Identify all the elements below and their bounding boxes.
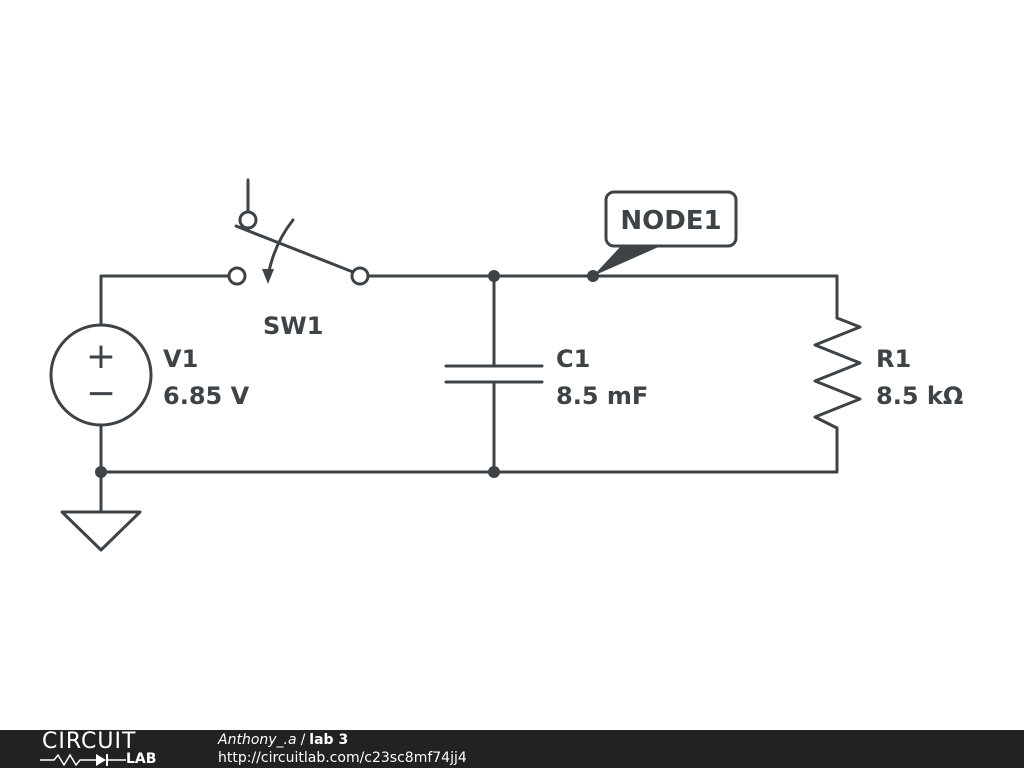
resistor-r1: R1 8.5 kΩ bbox=[813, 316, 963, 430]
switch-label: SW1 bbox=[263, 312, 323, 340]
resistor-zigzag bbox=[813, 316, 862, 430]
node-label-text: NODE1 bbox=[620, 206, 721, 236]
capacitor-value: 8.5 mF bbox=[556, 382, 648, 410]
project-link[interactable]: lab 3 bbox=[309, 732, 349, 748]
switch-sw1: SW1 bbox=[227, 178, 370, 340]
circuit-title-line: Anthony_.a/lab 3 bbox=[218, 731, 467, 749]
junction-dot-cap-bottom bbox=[488, 466, 500, 478]
resistor-value: 8.5 kΩ bbox=[876, 382, 963, 410]
resistor-label: R1 bbox=[876, 345, 911, 373]
node-label-pointer bbox=[593, 245, 663, 276]
switch-blade bbox=[234, 224, 355, 274]
circuitlab-logo[interactable]: CIRCUIT LAB bbox=[40, 730, 180, 768]
switch-contact-left bbox=[227, 266, 247, 286]
junctions bbox=[95, 270, 599, 478]
wire-top-mid bbox=[367, 274, 839, 320]
node-label-box bbox=[604, 190, 738, 248]
wires bbox=[99, 274, 839, 514]
ground-symbol bbox=[60, 510, 142, 552]
source-plus-symbol: + bbox=[86, 336, 116, 377]
switch-throw-arrow-icon bbox=[262, 269, 274, 284]
wire-top-left bbox=[99, 274, 231, 327]
capacitor-c1: C1 8.5 mF bbox=[444, 345, 648, 410]
logo-text-circuit: CIRCUIT bbox=[42, 729, 137, 754]
circuit-url-link[interactable]: http://circuitlab.com/c23sc8mf74jj4 bbox=[218, 750, 467, 766]
source-value: 6.85 V bbox=[163, 382, 250, 410]
title-separator: / bbox=[300, 732, 306, 748]
source-label: V1 bbox=[163, 345, 198, 373]
source-minus-symbol: − bbox=[86, 373, 116, 414]
switch-contact-right bbox=[350, 266, 370, 286]
logo-resistor-diode-icon bbox=[40, 753, 126, 766]
author-link[interactable]: Anthony_.a bbox=[218, 732, 297, 748]
node-label-node1: NODE1 bbox=[593, 190, 738, 276]
ground-triangle bbox=[60, 510, 142, 552]
source-body bbox=[49, 323, 153, 427]
capacitor-label: C1 bbox=[556, 345, 590, 373]
logo-text-lab: LAB bbox=[126, 751, 157, 767]
wire-bottom bbox=[99, 423, 839, 474]
voltage-source-v1: + − V1 6.85 V bbox=[49, 323, 250, 427]
circuit-schematic: SW1 + − V1 6.85 V C1 8.5 mF R1 8.5 kΩ NO… bbox=[49, 178, 963, 552]
circuit-meta: Anthony_.a/lab 3 http://circuitlab.com/c… bbox=[218, 731, 467, 767]
footer-bar: CIRCUIT LAB Anthony_.a/lab 3 http://circ… bbox=[0, 730, 1024, 768]
junction-dot-cap-top bbox=[488, 270, 500, 282]
switch-contact-top bbox=[238, 210, 258, 230]
junction-dot-ground bbox=[95, 466, 107, 478]
